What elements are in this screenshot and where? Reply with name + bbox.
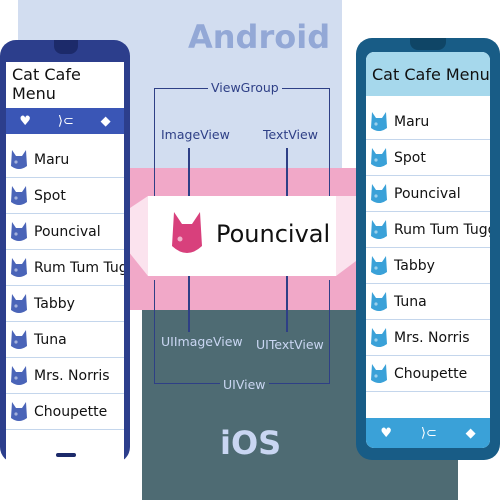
android-cat-name: Maru xyxy=(34,151,70,168)
ios-cat-name: Maru xyxy=(394,113,430,130)
ios-cat-name: Rum Tum Tugger xyxy=(394,221,490,238)
ios-cat-name: Pouncival xyxy=(394,185,461,202)
cat-avatar-icon xyxy=(11,293,27,313)
cat-avatar-icon xyxy=(11,257,27,277)
android-list-item[interactable]: Tabby xyxy=(6,286,124,322)
viewgroup-frame xyxy=(154,88,330,198)
android-list-item[interactable]: Spot xyxy=(6,178,124,214)
uiimageview-label: UIImageView xyxy=(158,334,246,349)
ios-platform-label: iOS xyxy=(220,424,282,462)
android-list-item[interactable]: Maru xyxy=(6,142,124,178)
example-cell-name: Pouncival xyxy=(216,220,331,248)
ios-list-item[interactable]: Rum Tum Tugger xyxy=(366,212,490,248)
textview-label: TextView xyxy=(260,127,321,142)
cat-avatar-icon xyxy=(371,255,387,275)
cat-icon[interactable]: ◆ xyxy=(100,113,111,129)
ios-list-item[interactable]: Mrs. Norris xyxy=(366,320,490,356)
uitextview-label: UITextView xyxy=(253,337,327,352)
viewgroup-label: ViewGroup xyxy=(208,80,282,95)
ios-list-item[interactable]: Tuna xyxy=(366,284,490,320)
android-list-item[interactable]: Choupette xyxy=(6,394,124,430)
android-cat-name: Rum Tum Tugger xyxy=(34,259,124,276)
ios-cat-name: Spot xyxy=(394,149,426,166)
imageview-label: ImageView xyxy=(158,127,233,142)
ios-list-item[interactable]: Pouncival xyxy=(366,176,490,212)
cat-avatar-icon xyxy=(371,147,387,167)
heart-icon[interactable]: ♥ xyxy=(19,113,32,129)
android-cat-name: Tuna xyxy=(34,331,67,348)
android-notch xyxy=(54,40,78,54)
cat-avatar-icon xyxy=(11,149,27,169)
ios-list-item[interactable]: Choupette xyxy=(366,356,490,392)
cat-avatar-icon xyxy=(11,221,27,241)
android-cat-name: Pouncival xyxy=(34,223,101,240)
android-cat-name: Tabby xyxy=(34,295,75,312)
ios-cat-name: Tuna xyxy=(394,293,427,310)
cat-avatar-icon xyxy=(11,329,27,349)
android-tab-bar: ♥ ⟩⊂ ◆ xyxy=(6,108,124,134)
ios-list-item[interactable]: Spot xyxy=(366,140,490,176)
ios-notch xyxy=(410,38,446,50)
uitextview-connector xyxy=(286,276,288,332)
android-home-bar xyxy=(56,453,76,457)
android-cat-name: Spot xyxy=(34,187,66,204)
android-cat-name: Choupette xyxy=(34,403,108,420)
cat-avatar-icon xyxy=(371,111,387,131)
cat-avatar-icon xyxy=(371,183,387,203)
ios-tab-bar: ♥ ⟩⊂ ◆ xyxy=(366,418,490,448)
ios-cat-name: Choupette xyxy=(394,365,468,382)
ios-cat-name: Tabby xyxy=(394,257,435,274)
pouncival-cat-icon xyxy=(172,212,202,253)
cat-avatar-icon xyxy=(11,365,27,385)
uiview-label: UIView xyxy=(220,377,269,392)
android-list-item[interactable]: Mrs. Norris xyxy=(6,358,124,394)
cat-avatar-icon xyxy=(371,219,387,239)
android-cat-name: Mrs. Norris xyxy=(34,367,110,384)
cat-avatar-icon xyxy=(371,363,387,383)
cat-avatar-icon xyxy=(371,327,387,347)
cat-avatar-icon xyxy=(11,185,27,205)
ios-list-item[interactable]: Maru xyxy=(366,104,490,140)
cat-avatar-icon xyxy=(371,291,387,311)
fish-icon[interactable]: ⟩⊂ xyxy=(57,113,74,129)
android-list-item[interactable]: Tuna xyxy=(6,322,124,358)
android-app-title: Cat Cafe Menu xyxy=(6,62,124,106)
fish-icon[interactable]: ⟩⊂ xyxy=(420,425,437,441)
uiimageview-connector xyxy=(188,276,190,332)
android-list-item[interactable]: Rum Tum Tugger xyxy=(6,250,124,286)
android-platform-label: Android xyxy=(188,18,331,56)
ios-app-title: Cat Cafe Menu xyxy=(366,52,490,96)
imageview-connector xyxy=(188,148,190,196)
cat-icon[interactable]: ◆ xyxy=(465,425,476,441)
uiview-frame xyxy=(154,280,330,384)
cat-avatar-icon xyxy=(11,401,27,421)
heart-icon[interactable]: ♥ xyxy=(380,425,393,441)
textview-connector xyxy=(286,148,288,196)
ios-list-item[interactable]: Tabby xyxy=(366,248,490,284)
android-list-item[interactable]: Pouncival xyxy=(6,214,124,250)
ios-cat-name: Mrs. Norris xyxy=(394,329,470,346)
